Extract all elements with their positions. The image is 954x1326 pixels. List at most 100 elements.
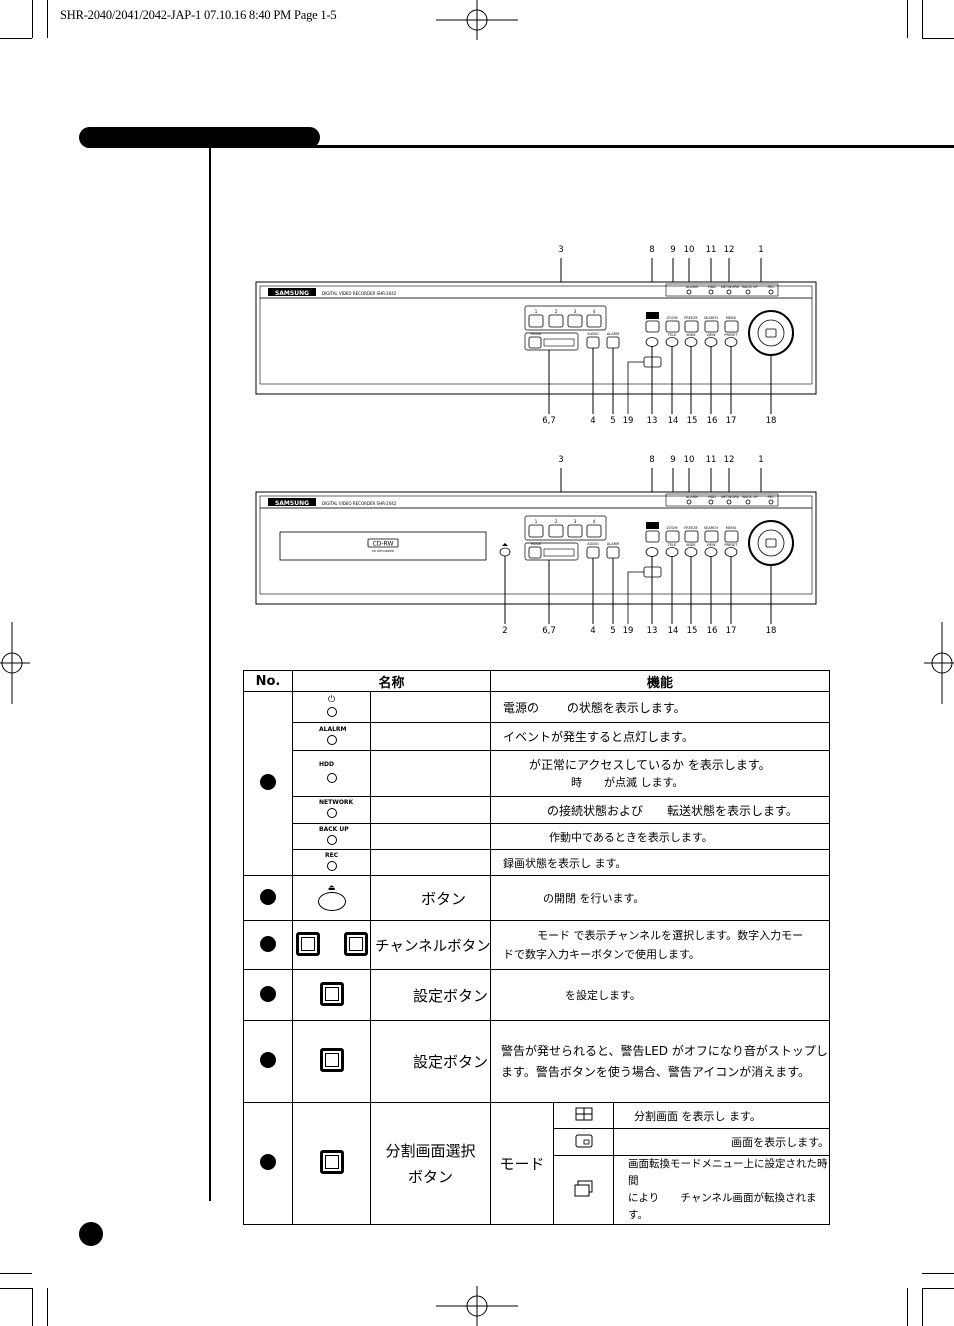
mode-button-icon	[319, 1150, 344, 1174]
table-row: HDD が正常にアクセスしているか を表示します。 時 が点滅 します。	[244, 750, 831, 797]
svg-text:CD-RW: CD-RW	[373, 541, 394, 548]
svg-text:HDD: HDD	[708, 285, 716, 289]
svg-text:3: 3	[574, 309, 577, 314]
svg-text:3: 3	[558, 455, 563, 465]
svg-text:TELE: TELE	[667, 543, 677, 547]
print-header: SHR-2040/2041/2042-JAP-1 07.10.16 8:40 P…	[60, 8, 337, 22]
led-icon	[326, 706, 337, 717]
brand-text: SAMSUNG	[275, 290, 309, 297]
table-row: NETWORK の接続状態および 転送状態を表示します。	[244, 796, 831, 824]
callout-1: 1	[758, 245, 763, 255]
svg-text:CD RECORDER: CD RECORDER	[372, 549, 394, 553]
table-row: 画面転換モードメニュー上に設定された時間 により チャンネル画面が転換されます。	[244, 1155, 831, 1225]
jog-dial	[748, 310, 794, 356]
item-marker	[260, 888, 276, 905]
svg-text:AUDIO: AUDIO	[587, 332, 599, 336]
svg-text:WIDE: WIDE	[686, 543, 695, 547]
led-icon	[326, 773, 337, 783]
figure1-top-labels: 3 8 9 10 11 12 1	[558, 245, 763, 255]
svg-text:ALARM: ALARM	[607, 542, 619, 546]
led-icon	[326, 834, 337, 845]
svg-text:2: 2	[502, 626, 507, 636]
registration-mark-top	[436, 0, 518, 40]
svg-text:NETWORK: NETWORK	[721, 285, 740, 289]
svg-text:5: 5	[610, 416, 615, 426]
svg-text:17: 17	[726, 416, 737, 426]
registration-mark-left	[0, 622, 30, 704]
led-icon	[326, 808, 337, 818]
svg-text:ALARM: ALARM	[607, 332, 619, 336]
table-row: 画面を表示します。	[244, 1128, 831, 1156]
svg-text:13: 13	[647, 416, 658, 426]
item-marker	[260, 1154, 276, 1170]
svg-text:2: 2	[555, 309, 558, 314]
table-row: ⏏ ボタン の開閉 を行います。	[243, 875, 831, 921]
model-text: DIGITAL VIDEO RECORDER SHR-2042	[322, 291, 397, 296]
table-row: ALALRM イベントが発生すると点灯します。	[244, 722, 831, 751]
eject-button-icon	[317, 891, 346, 911]
callout-11: 11	[706, 245, 717, 255]
quad-split-icon	[575, 1107, 593, 1121]
page-number-marker	[79, 1222, 103, 1246]
svg-text:16: 16	[707, 626, 718, 636]
svg-text:3: 3	[574, 519, 577, 524]
table-row: 設定ボタン 警告が発せられると、警告LED がオフになり音がストップし ます。警…	[243, 1020, 831, 1103]
svg-text:6,7: 6,7	[542, 416, 556, 426]
svg-text:DIGITAL VIDEO RECORDER SHR-204: DIGITAL VIDEO RECORDER SHR-2042	[322, 501, 397, 506]
table-header-row: No. 名称 機能	[243, 670, 831, 692]
channel-button-icon	[296, 931, 320, 956]
svg-text:MENU: MENU	[726, 526, 737, 530]
svg-text:1: 1	[535, 519, 538, 524]
audio-button-icon	[319, 981, 344, 1006]
figure2-top-labels: 3 8 9 10 11 12 1	[558, 455, 763, 465]
alarm-button-icon	[319, 1048, 344, 1072]
table-row: チャンネルボタン モード で表示チャンネルを選択します。数字入力モー ドで数字入…	[243, 920, 831, 970]
svg-text:TELE: TELE	[667, 333, 677, 337]
callout-8: 8	[649, 245, 654, 255]
function-table: No. 名称 機能 ⏻ 電源の の状態を表示します。 ALALRM イベントが発…	[243, 670, 831, 1225]
header-func: 機能	[490, 670, 831, 692]
registration-mark-right	[924, 622, 954, 704]
svg-text:ALARM: ALARM	[686, 285, 698, 289]
svg-text:12: 12	[724, 455, 735, 465]
svg-text:FREEZE: FREEZE	[684, 526, 697, 530]
figure2-bottom-labels: 2 6,7 4 5 19 13 14 15 16 17 18	[502, 626, 776, 636]
svg-text:10: 10	[684, 455, 695, 465]
svg-text:4: 4	[590, 626, 595, 636]
callout-10: 10	[684, 245, 695, 255]
svg-text:5: 5	[610, 626, 615, 636]
svg-text:13: 13	[647, 626, 658, 636]
svg-text:1: 1	[758, 455, 763, 465]
svg-text:4: 4	[590, 416, 595, 426]
svg-text:AUDIO: AUDIO	[587, 542, 599, 546]
svg-text:PRESET: PRESET	[724, 333, 738, 337]
svg-text:HDD: HDD	[708, 495, 716, 499]
svg-text:18: 18	[766, 626, 777, 636]
svg-text:MODE: MODE	[531, 542, 542, 546]
svg-text:14: 14	[668, 626, 679, 636]
header-name: 名称	[291, 670, 492, 692]
svg-text:16: 16	[707, 416, 718, 426]
svg-text:NETWORK: NETWORK	[721, 495, 740, 499]
callout-3: 3	[558, 245, 563, 255]
svg-text:11: 11	[706, 455, 717, 465]
led-icon	[326, 860, 337, 871]
svg-text:MENU: MENU	[726, 316, 737, 320]
svg-text:SAMSUNG: SAMSUNG	[275, 500, 309, 507]
callout-9: 9	[670, 245, 675, 255]
single-screen-icon	[575, 1134, 593, 1147]
svg-text:ALARM: ALARM	[686, 495, 698, 499]
table-row: ⏻ 電源の の状態を表示します。	[243, 691, 831, 876]
svg-text:6,7: 6,7	[542, 626, 556, 636]
front-panel-figure-2: 3 8 9 10 11 12 1 SAMSUNG DIGITAL VIDEO R…	[255, 455, 817, 636]
power-icon: ⏻	[327, 694, 336, 705]
figure1-bottom-labels: 6,7 4 5 19 13 14 15 16 17 18	[542, 416, 776, 426]
registration-mark-bottom	[436, 1286, 518, 1326]
svg-text:REC: REC	[767, 285, 775, 289]
svg-text:19: 19	[623, 626, 634, 636]
svg-text:MODE: MODE	[531, 332, 542, 336]
svg-text:4: 4	[593, 309, 596, 314]
svg-text:9: 9	[670, 455, 675, 465]
front-panel-figure-1: 3 8 9 10 11 12 1 SAMSUNG DIGITAL VIDEO R…	[255, 245, 817, 426]
svg-text:19: 19	[623, 416, 634, 426]
